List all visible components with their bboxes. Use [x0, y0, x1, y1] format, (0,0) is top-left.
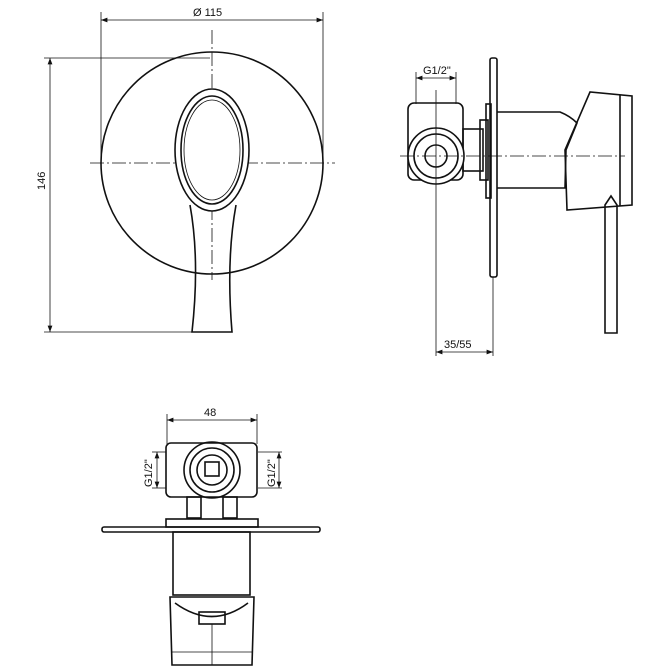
- depth-label: 35/55: [444, 339, 472, 351]
- left-thread-label: G1/2": [143, 459, 155, 487]
- handle-body-side: [564, 91, 633, 211]
- valve-body-bottom: [165, 442, 258, 498]
- diameter-label: Ø 115: [193, 7, 222, 19]
- thread-label: G1/2": [423, 65, 451, 77]
- right-thread-label: G1/2": [266, 459, 278, 487]
- wall-plate: [489, 57, 498, 278]
- width-label: 48: [204, 407, 216, 419]
- handle-bottom: [169, 596, 255, 666]
- height-label: 146: [36, 172, 48, 190]
- handle-head: [174, 88, 250, 212]
- side-view: G1/2" 35/55: [400, 57, 633, 356]
- handle-lever: [189, 204, 237, 333]
- lever-side: [604, 194, 618, 334]
- front-view: Ø 115 146: [36, 7, 335, 333]
- bottom-view: 48 G1/2" G1/2": [101, 407, 321, 666]
